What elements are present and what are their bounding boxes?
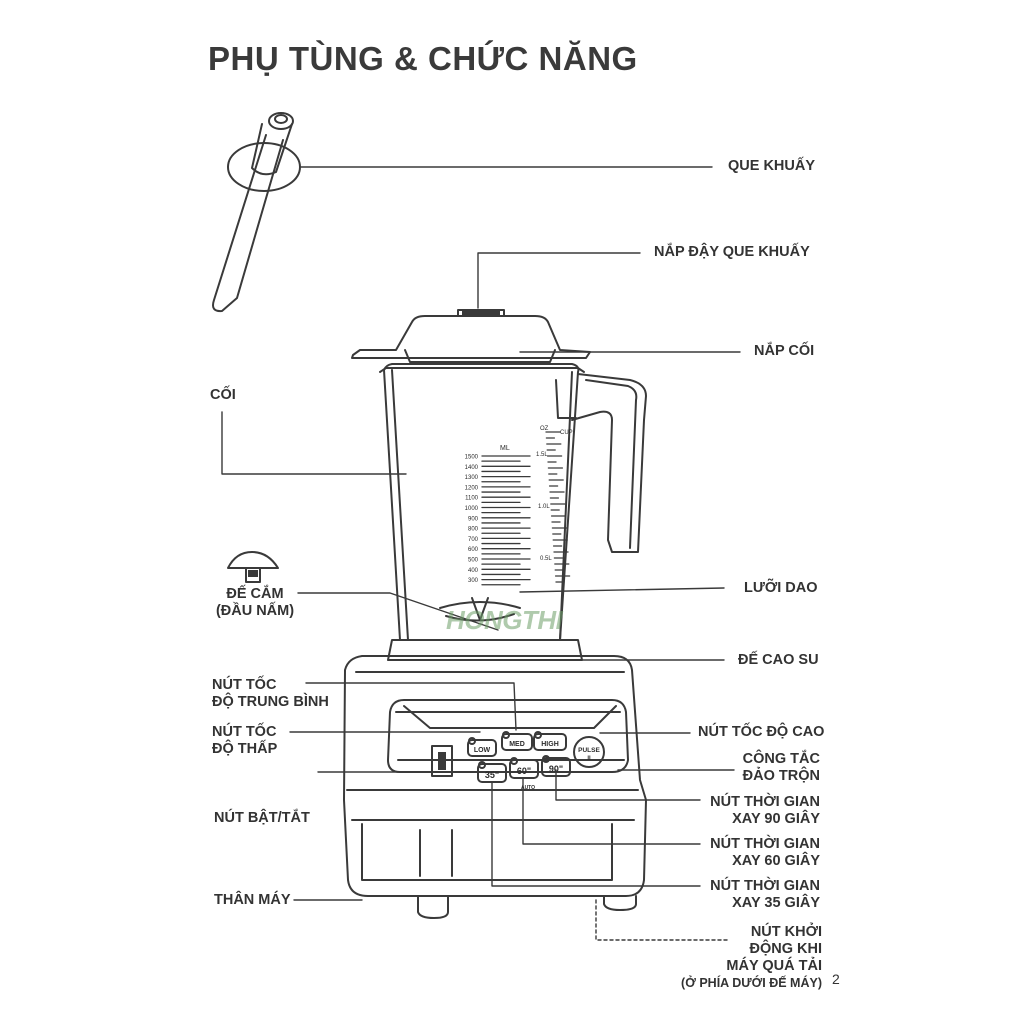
high-label: HIGH <box>541 741 559 748</box>
blender-base <box>343 655 647 919</box>
scale-mark-label: 700 <box>468 537 479 543</box>
scale-mark-label: 800 <box>468 527 479 533</box>
label-coi: CỐI <box>210 387 236 403</box>
scale-mark-label: 900 <box>468 516 479 522</box>
label-nut-toc-do-thap: NÚT TỐC ĐỘ THẤP <box>212 724 278 757</box>
label-nut-khoi-dong-qua-tai: NÚT KHỞI ĐỘNG KHI MÁY QUÁ TẢI (Ở PHÍA DƯ… <box>681 924 822 990</box>
low-label: LOW <box>474 747 491 754</box>
label-than-may: THÂN MÁY <box>214 892 291 908</box>
button-60s[interactable] <box>509 757 539 779</box>
label-luoi-dao: LƯỠI DAO <box>744 580 818 596</box>
scale-unit-oz: OZ <box>540 426 549 432</box>
scale-mark-label: 1300 <box>465 475 479 481</box>
page-title: PHỤ TÙNG & CHỨC NĂNG <box>208 40 638 77</box>
t35-label: 35" <box>485 770 499 780</box>
power-switch[interactable] <box>431 745 453 777</box>
scale-unit-cup: CUP <box>560 430 573 436</box>
tamper-stick <box>212 112 301 313</box>
scale-mark-label: 400 <box>468 568 479 574</box>
page-number: 2 <box>832 971 840 987</box>
label-cong-tac-dao-tron: CÔNG TẮC ĐẢO TRỘN <box>742 751 820 784</box>
label-nut-thoi-gian-35: NÚT THỜI GIAN XAY 35 GIÂY <box>710 878 820 911</box>
t90-label: 90" <box>549 764 563 774</box>
scale-mark-label: 1200 <box>465 485 479 491</box>
scale-liter-label: 1.5L <box>536 452 548 458</box>
coupler-mushroom <box>227 551 279 583</box>
label-nut-bat-tat: NÚT BẬT/TẮT <box>214 810 310 826</box>
measurement-scale: ML 1500 1400 1300 1200 1100 1000 900 800 700 600 50… <box>465 426 573 586</box>
label-de-cam: ĐẾ CẮM (ĐẦU NẤM) <box>215 586 295 619</box>
label-de-cao-su: ĐẾ CAO SU <box>738 652 819 668</box>
button-low[interactable] <box>467 737 497 757</box>
scale-mark-label: 600 <box>468 547 479 553</box>
scale-unit-ml: ML <box>500 445 510 452</box>
scale-mark-label: 300 <box>468 578 479 584</box>
scale-liter-label: 1.0L <box>538 504 550 510</box>
scale-mark-label: 1100 <box>465 496 479 502</box>
label-nut-toc-do-cao: NÚT TỐC ĐỘ CAO <box>698 724 825 740</box>
watermark: HONGTHI <box>446 605 563 635</box>
pulse-sub-label: II <box>587 756 591 762</box>
scale-mark-label: 1000 <box>465 506 479 512</box>
pulse-label: PULSE <box>578 747 600 754</box>
label-nut-thoi-gian-60: NÚT THỜI GIAN XAY 60 GIÂY <box>710 836 820 869</box>
leader-lines <box>221 166 741 941</box>
button-med[interactable] <box>501 731 533 751</box>
label-nap-day-que-khuay: NẮP ĐẬY QUE KHUẤY <box>654 244 810 260</box>
label-nap-coi: NẮP CỐI <box>754 343 815 359</box>
auto-label: AUTO <box>521 785 535 791</box>
scale-mark-label: 1400 <box>465 465 479 471</box>
label-nut-toc-do-trung-binh: NÚT TỐC ĐỘ TRUNG BÌNH <box>212 677 329 710</box>
blender-jar <box>379 363 647 661</box>
button-pulse[interactable] <box>573 736 605 768</box>
scale-liter-label: 0.5L <box>540 556 552 562</box>
t60-label: 60" <box>517 766 531 776</box>
scale-mark-label: 500 <box>468 558 479 564</box>
label-que-khuay: QUE KHUẤY <box>728 158 816 174</box>
scale-mark-label: 1500 <box>465 455 479 461</box>
button-high[interactable] <box>533 731 567 751</box>
med-label: MED <box>509 741 525 748</box>
jar-lid <box>351 309 591 363</box>
label-nut-thoi-gian-90: NÚT THỜI GIAN XAY 90 GIÂY <box>710 794 820 827</box>
